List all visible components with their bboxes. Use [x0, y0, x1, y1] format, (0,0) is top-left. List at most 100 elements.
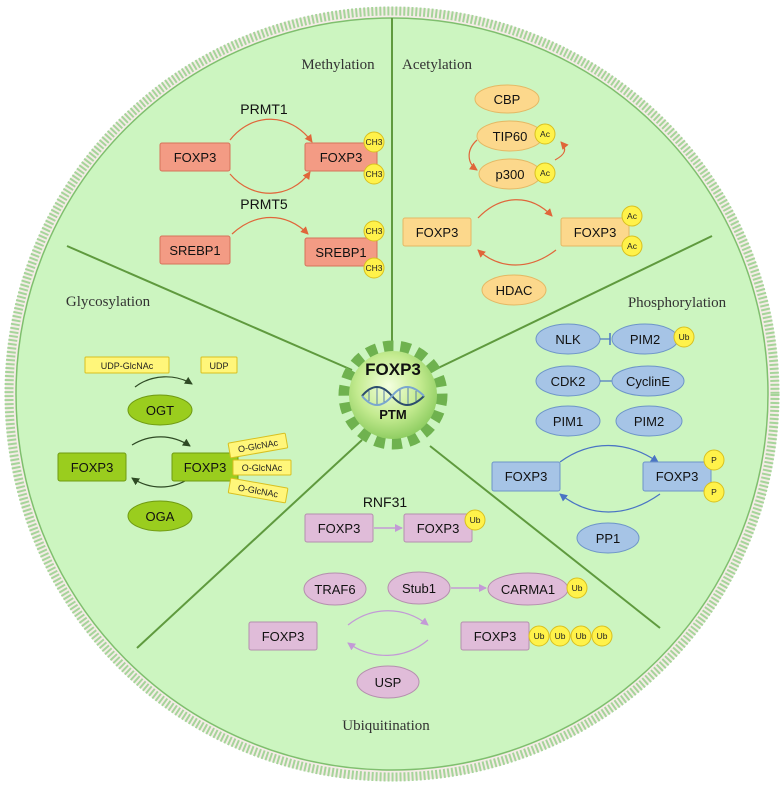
acetylation-cbp	[474, 84, 540, 114]
acetylation-cbp-label: CBP	[494, 92, 521, 107]
arrow-tip60-to-p300	[468, 139, 478, 171]
enzyme-prmt5: PRMT5	[240, 196, 288, 212]
section-title-glycosylation: Glycosylation	[66, 294, 151, 310]
p-badge	[703, 481, 725, 503]
ac-badge	[621, 205, 643, 227]
methylation-foxp3-box	[159, 142, 231, 172]
arrow-phosphorylation	[559, 445, 659, 463]
ub-badge-label: Ub	[470, 515, 481, 525]
arrow-prmt1-forward	[229, 118, 313, 143]
outer-rim-texture	[4, 6, 780, 782]
ubiq-usp-label: USP	[375, 675, 402, 690]
ub-badge-label: Ub	[572, 583, 583, 593]
glyco-udp-glcnac-label: UDP-GlcNAc	[101, 361, 154, 371]
ubiq-stub1	[387, 571, 451, 605]
glyco-foxp3-box	[57, 452, 127, 482]
arrow-p300-to-tip60	[554, 141, 569, 161]
ch3-badge-label: CH3	[365, 263, 382, 273]
section-title-methylation: Methylation	[301, 57, 375, 73]
section-title-acetylation: Acetylation	[402, 57, 472, 73]
ubiq-traf6-label: TRAF6	[314, 582, 355, 597]
methylation-srebp1-mod-label: SREBP1	[315, 245, 366, 260]
methylation-srebp1-mod-box	[304, 237, 378, 267]
glyco-foxp3-mod-label: FOXP3	[184, 460, 227, 475]
phospho-pim1	[535, 405, 601, 437]
dna-icon	[361, 386, 425, 406]
sector-dividers	[66, 18, 713, 649]
methylation-panel: PRMT1 FOXP3 FOXP3 CH3 CH3 PRMT5 SREBP1 S…	[159, 101, 385, 279]
ubiq-foxp3-b-box	[248, 621, 318, 651]
ub-badge	[570, 625, 592, 647]
arrow-glycosylation	[131, 436, 191, 447]
core: FOXP3 PTM	[338, 340, 448, 450]
ch3-badge-label: CH3	[365, 169, 382, 179]
acetylation-panel: CBP TIP60 Ac p300 Ac FOXP3 FOXP3 Ac Ac H…	[402, 84, 643, 306]
ubiq-stub1-label: Stub1	[402, 581, 436, 596]
ubiq-carma1-label: CARMA1	[501, 582, 555, 597]
glyco-udp-glcnac-box	[84, 356, 170, 374]
glcnac-tag: O-GlcNAc	[227, 477, 289, 504]
ub-badge-label: Ub	[534, 631, 545, 641]
phospho-pim1-label: PIM1	[553, 414, 583, 429]
methylation-srebp1-box	[159, 235, 231, 265]
phospho-foxp3-label: FOXP3	[505, 469, 548, 484]
glyco-ogt-label: OGT	[146, 403, 174, 418]
glcnac-tag: O-GlcNAc	[227, 432, 289, 459]
phospho-cycline	[611, 365, 685, 397]
divider-bottom-left	[136, 439, 363, 649]
phospho-pp1	[576, 522, 640, 554]
arrow-deubiquitination	[347, 639, 429, 656]
ubiq-traf6	[303, 572, 367, 606]
glycosylation-panel: UDP-GlcNAc UDP OGT FOXP3 FOXP3 O-GlcNAc …	[57, 356, 292, 532]
core-ring	[338, 340, 448, 450]
ch3-badge-label: CH3	[365, 226, 382, 236]
ac-badge	[534, 162, 556, 184]
ub-badge-label: Ub	[597, 631, 608, 641]
divider-bottom-right	[429, 445, 661, 629]
phospho-foxp3-mod-label: FOXP3	[656, 469, 699, 484]
methylation-foxp3-mod-box	[304, 142, 378, 172]
phospho-pim2-label: PIM2	[634, 414, 664, 429]
p-badge	[703, 449, 725, 471]
phospho-cdk2-label: CDK2	[551, 374, 586, 389]
ub-badge-label: Ub	[555, 631, 566, 641]
phosphorylation-panel: NLK PIM2 Ub CDK2 CyclinE PIM1 PIM2 FOXP3…	[491, 323, 725, 554]
enzyme-rnf31: RNF31	[363, 494, 408, 510]
arrow-acetylation-forward	[477, 199, 553, 219]
arrow-prmt5	[231, 216, 309, 235]
divider-right	[433, 235, 713, 371]
acetylation-foxp3-box	[402, 217, 472, 247]
phospho-foxp3-mod-box	[642, 461, 712, 492]
ch3-badge	[363, 163, 385, 185]
phospho-pim2-ub-label: PIM2	[630, 332, 660, 347]
arrow-udp-glcnac-to-udp	[134, 376, 193, 388]
ub-badge-label: Ub	[679, 332, 690, 342]
ch3-badge-label: CH3	[365, 137, 382, 147]
ch3-badge	[363, 220, 385, 242]
glyco-ogt	[127, 394, 193, 426]
section-title-phosphorylation: Phosphorylation	[628, 295, 727, 311]
glyco-foxp3-label: FOXP3	[71, 460, 114, 475]
glcnac-tag	[232, 459, 292, 476]
methylation-srebp1-label: SREBP1	[169, 243, 220, 258]
ac-badge-label: Ac	[627, 241, 638, 251]
ubiq-usp	[356, 665, 420, 699]
ubiq-foxp3-a-mod-label: FOXP3	[417, 521, 460, 536]
acetylation-tip60-label: TIP60	[493, 129, 528, 144]
enzyme-prmt1: PRMT1	[240, 101, 288, 117]
core-title: FOXP3	[365, 360, 421, 379]
ac-badge	[534, 123, 556, 145]
p-badge-label: P	[711, 487, 717, 497]
glyco-udp-box	[200, 356, 238, 374]
ubiq-foxp3-a-box	[304, 513, 374, 543]
divider-left	[66, 245, 353, 371]
ub-badge	[528, 625, 550, 647]
phospho-pim2	[615, 405, 683, 437]
arrow-dephosphorylation	[559, 493, 661, 513]
acetylation-foxp3-mod-label: FOXP3	[574, 225, 617, 240]
acetylation-foxp3-mod-box	[560, 217, 630, 247]
ch3-badge	[363, 257, 385, 279]
ubiq-foxp3-b-label: FOXP3	[262, 629, 305, 644]
arrow-prmt1-reverse	[229, 171, 311, 194]
